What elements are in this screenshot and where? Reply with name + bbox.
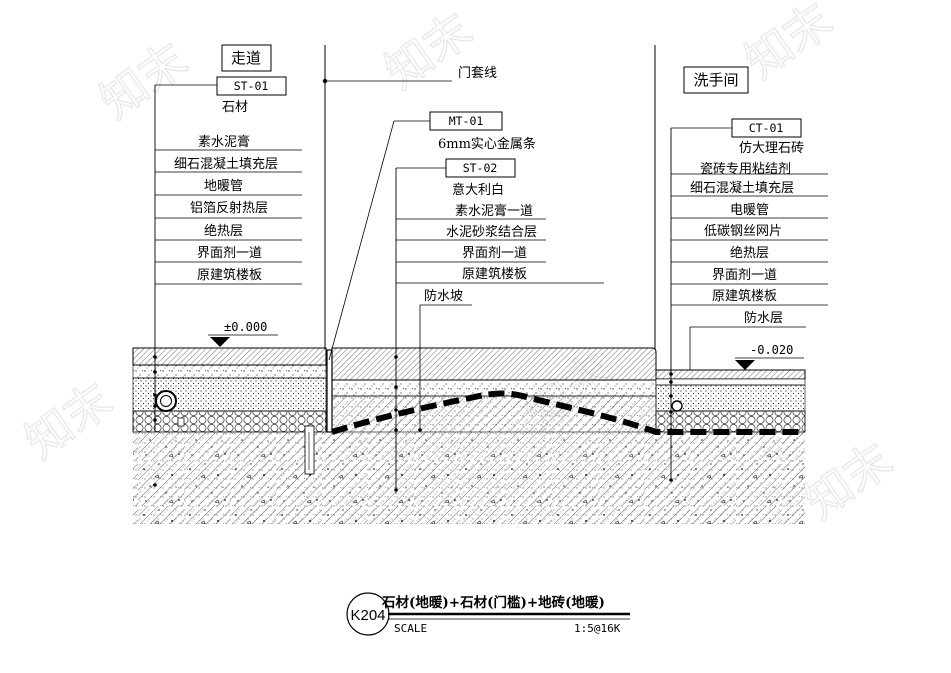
svg-text:地暖管: 地暖管 [204, 179, 243, 194]
svg-text:防水层: 防水层 [744, 310, 783, 326]
svg-text:细石混凝土填充层: 细石混凝土填充层 [690, 180, 794, 196]
svg-text:CT-01: CT-01 [749, 121, 784, 135]
svg-text:±0.000: ±0.000 [224, 320, 267, 334]
floor-section [132, 347, 806, 524]
walls [324, 45, 656, 349]
svg-text:MT-01: MT-01 [449, 114, 484, 128]
svg-text:门套线: 门套线 [458, 65, 497, 81]
svg-text:低碳钢丝网片: 低碳钢丝网片 [704, 224, 782, 239]
svg-text:仿大理石砖: 仿大理石砖 [739, 141, 804, 156]
room-label-right: 洗手间 [683, 66, 749, 94]
svg-text:走道: 走道 [231, 49, 261, 67]
svg-text:素水泥膏: 素水泥膏 [198, 134, 250, 150]
svg-text:瓷砖专用粘结剂: 瓷砖专用粘结剂 [700, 162, 791, 177]
svg-text:界面剂一道: 界面剂一道 [197, 246, 262, 261]
svg-text:原建筑楼板: 原建筑楼板 [197, 267, 262, 283]
svg-text:洗手间: 洗手间 [693, 71, 738, 89]
svg-text:意大利白: 意大利白 [452, 182, 504, 198]
svg-text:石材(地暖)+石材(门槛)+地砖(地暖): 石材(地暖)+石材(门槛)+地砖(地暖) [381, 594, 605, 611]
svg-text:6mm实心金属条: 6mm实心金属条 [438, 136, 536, 152]
svg-text:水泥砂浆结合层: 水泥砂浆结合层 [446, 225, 537, 240]
svg-text:ST-01: ST-01 [234, 79, 269, 93]
svg-text:知末: 知末 [375, 2, 481, 99]
svg-text:铝箔反射热层: 铝箔反射热层 [190, 200, 268, 216]
svg-text:防水坡: 防水坡 [424, 288, 463, 304]
door-frame-callout: 门套线 [322, 65, 497, 84]
svg-text:界面剂一道: 界面剂一道 [712, 268, 777, 283]
svg-text:K204: K204 [350, 607, 385, 624]
left-material-stack: ST-01 石材 素水泥膏 细石混凝土填充层 地暖管 铝箔反射热层 绝热层 界面… [153, 76, 302, 487]
level-mark-left: ±0.000 [208, 320, 278, 347]
svg-text:原建筑楼板: 原建筑楼板 [462, 266, 527, 282]
svg-text:SCALE: SCALE [394, 622, 427, 635]
svg-text:1:5@16K: 1:5@16K [574, 622, 621, 635]
svg-text:电暖管: 电暖管 [730, 203, 769, 218]
title-block: K204 石材(地暖)+石材(门槛)+地砖(地暖) SCALE 1:5@16K [346, 592, 630, 636]
middle-material-stack: ST-02 意大利白 素水泥膏一道 水泥砂浆结合层 界面剂一道 原建筑楼板 防水… [394, 158, 604, 492]
svg-text:石材: 石材 [222, 100, 248, 115]
svg-text:绝热层: 绝热层 [204, 223, 243, 239]
svg-text:知末: 知末 [795, 432, 901, 529]
svg-text:知末: 知末 [735, 0, 841, 89]
svg-text:界面剂一道: 界面剂一道 [462, 246, 527, 261]
svg-text:ST-02: ST-02 [463, 161, 498, 175]
svg-text:原建筑楼板: 原建筑楼板 [712, 288, 777, 304]
svg-text:知末: 知末 [90, 32, 196, 129]
svg-text:素水泥膏一道: 素水泥膏一道 [455, 203, 533, 219]
room-label-left: 走道 [221, 44, 272, 72]
svg-text:-0.020: -0.020 [750, 343, 793, 357]
level-mark-right: -0.020 [735, 343, 804, 370]
svg-text:绝热层: 绝热层 [730, 245, 769, 261]
svg-text:知末: 知末 [15, 372, 121, 469]
right-material-stack: CT-01 仿大理石砖 瓷砖专用粘结剂 细石混凝土填充层 电暖管 低碳钢丝网片 … [669, 118, 828, 482]
svg-text:细石混凝土填充层: 细石混凝土填充层 [174, 156, 278, 172]
threshold-callout: MT-01 6mm实心金属条 [328, 111, 536, 361]
